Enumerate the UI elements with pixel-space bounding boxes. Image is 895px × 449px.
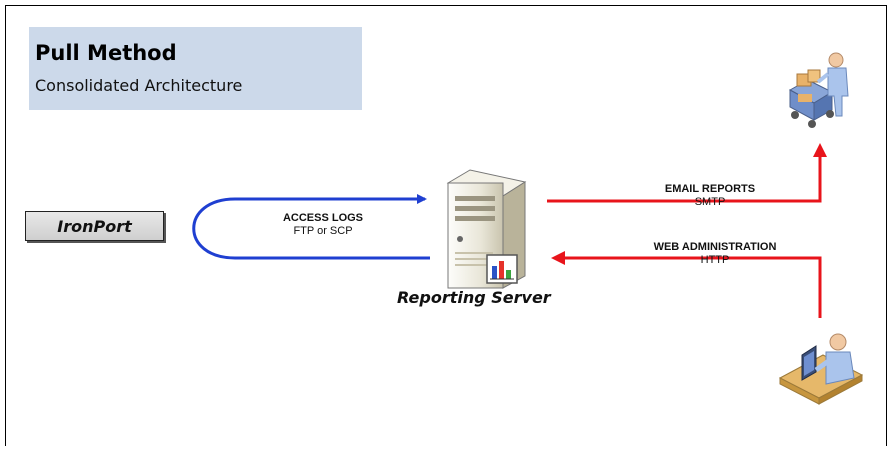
ironport-box: IronPort xyxy=(25,211,164,241)
workstation-user-icon xyxy=(778,333,864,405)
email-reports-label: EMAIL REPORTS SMTP xyxy=(655,183,765,209)
diagram-subtitle: Consolidated Architecture xyxy=(35,76,243,95)
email-reports-arrow xyxy=(547,143,827,203)
chart-badge-icon xyxy=(486,254,518,284)
mail-cart-person-icon xyxy=(788,52,849,128)
email-reports-protocol: SMTP xyxy=(694,196,726,208)
web-admin-label: WEB ADMINISTRATION HTTP xyxy=(640,241,790,267)
title-box xyxy=(29,27,362,110)
ironport-label: IronPort xyxy=(57,216,132,236)
access-logs-arrow xyxy=(192,194,430,260)
access-logs-title: ACCESS LOGS xyxy=(282,212,364,224)
access-logs-protocol: FTP or SCP xyxy=(293,225,353,237)
access-logs-label: ACCESS LOGS FTP or SCP xyxy=(268,212,378,238)
web-admin-arrow xyxy=(551,251,822,318)
web-admin-protocol: HTTP xyxy=(700,254,730,266)
web-admin-title: WEB ADMINISTRATION xyxy=(653,241,777,253)
email-reports-title: EMAIL REPORTS xyxy=(664,183,756,195)
reporting-server-label: Reporting Server xyxy=(397,288,551,307)
diagram-title: Pull Method xyxy=(35,41,177,65)
